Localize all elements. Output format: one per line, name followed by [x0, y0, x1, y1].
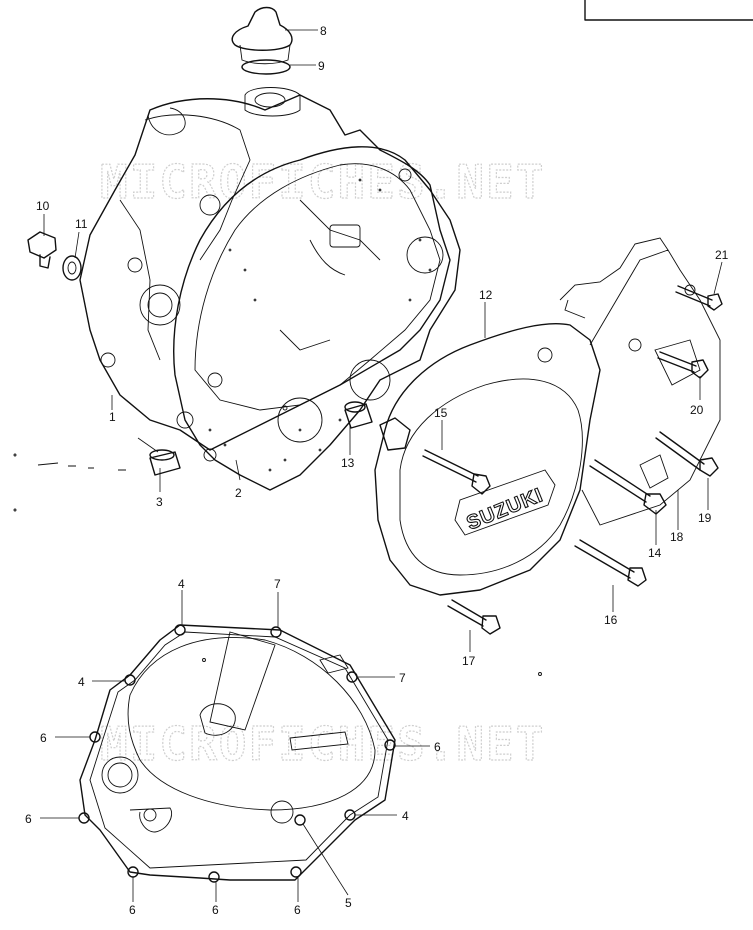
drain-bolt-part-10 [27, 231, 57, 269]
bolt-part-14 [589, 459, 667, 515]
bolt-part-17 [447, 599, 501, 635]
callout-6-left-lower: 6 [25, 812, 32, 826]
stray-marks [13, 453, 542, 676]
watermark-upper: MICROFICHES.NET [100, 155, 545, 209]
callout-8: 8 [320, 24, 327, 38]
callout-5: 5 [345, 896, 352, 910]
bolt-part-21 [675, 285, 723, 311]
dowel-pin-part-13 [344, 401, 373, 429]
callout-14: 14 [648, 546, 662, 560]
callout-2: 2 [235, 486, 242, 500]
callout-15: 15 [434, 406, 448, 420]
callout-17: 17 [462, 654, 476, 668]
callout-labels: 8 9 10 11 1 2 3 13 12 15 14 16 17 18 19 … [25, 24, 729, 917]
gasket-washer-part-11 [62, 255, 82, 281]
callout-21: 21 [715, 248, 729, 262]
suzuki-brand-mark: SUZUKI [464, 484, 547, 535]
o-ring-part-9 [241, 59, 291, 75]
callout-11: 11 [75, 217, 88, 231]
callout-4-top: 4 [178, 577, 185, 591]
callout-6-right: 6 [434, 740, 441, 754]
callout-4-left: 4 [78, 675, 85, 689]
callout-3: 3 [156, 495, 163, 509]
callout-4-right: 4 [402, 809, 409, 823]
callout-6-bottom-middle: 6 [212, 903, 219, 917]
callout-6-bottom-right: 6 [294, 903, 301, 917]
bolt-part-20 [657, 351, 709, 379]
page-corner-frame [584, 0, 753, 21]
filler-cap-part-8 [231, 6, 293, 65]
leader-lines [40, 29, 723, 902]
watermark-lower: MICROFICHES.NET [100, 717, 545, 771]
callout-7-top: 7 [274, 577, 281, 591]
bolt-part-16 [574, 539, 647, 587]
callout-6-left-upper: 6 [40, 731, 47, 745]
gasket-part-2 [173, 146, 461, 491]
dowel-pin-part-3 [137, 437, 181, 476]
crankcase-cover-part-1 [79, 87, 451, 451]
callout-16: 16 [604, 613, 618, 627]
callout-9: 9 [318, 59, 325, 73]
callout-7-right: 7 [399, 671, 406, 685]
clutch-outer-cover-part-12: SUZUKI [374, 237, 721, 596]
callout-19: 19 [698, 511, 712, 525]
callout-20: 20 [690, 403, 704, 417]
callout-10: 10 [36, 199, 50, 213]
callout-18: 18 [670, 530, 684, 544]
callout-12: 12 [479, 288, 493, 302]
callout-1: 1 [109, 410, 116, 424]
clutch-cover-lower [78, 624, 396, 883]
bolt-part-19 [655, 431, 719, 477]
bolt-part-15 [422, 449, 491, 495]
callout-6-bottom-left: 6 [129, 903, 136, 917]
callout-13: 13 [341, 456, 355, 470]
